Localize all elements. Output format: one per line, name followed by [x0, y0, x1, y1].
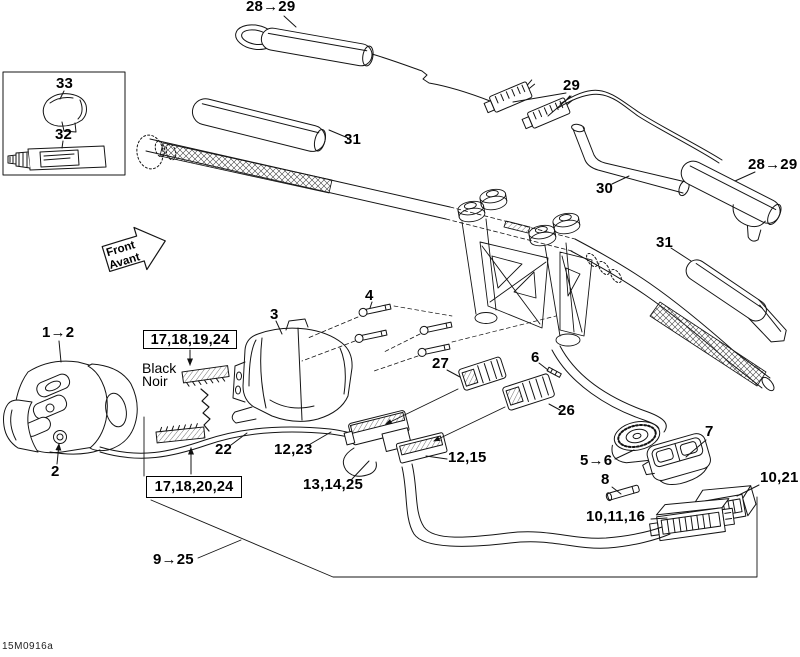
callout-tape-upper: 17,18,19,24	[143, 330, 237, 349]
tape-strips	[143, 365, 230, 477]
callout-grip-top: 28→29	[246, 0, 296, 15]
color-note-fr: Noir	[142, 372, 168, 389]
main-harness-tube	[401, 463, 671, 549]
callout-lubricant-tube: 32	[55, 126, 73, 143]
callout-brace-bar-30: 30	[596, 180, 614, 197]
connector-27-part	[458, 356, 507, 391]
switch-module-part	[642, 433, 711, 485]
bracket-925	[150, 496, 758, 578]
grip-top-part	[235, 24, 491, 102]
steering-cover-part	[231, 318, 353, 424]
inset-parts-box	[2, 71, 126, 176]
callout-clip-1223: 12,23	[274, 441, 313, 458]
connector-26-part	[502, 373, 555, 411]
callout-conn-131425: 13,14,25	[303, 476, 363, 493]
callout-grip-right: 28→29	[748, 156, 798, 173]
handlebar	[136, 134, 775, 392]
drawing-code: 15M0916a	[2, 641, 54, 652]
callout-cover-3: 3	[270, 306, 279, 323]
callout-harness-9-25: 9→25	[153, 551, 194, 568]
pin-8-part	[605, 484, 640, 502]
callout-sleeve-right-31: 31	[656, 234, 674, 251]
grip-sleeve-left-part	[191, 98, 326, 152]
callout-harness-22: 22	[215, 441, 233, 458]
callout-conn-27: 27	[432, 355, 450, 372]
steering-riser	[456, 186, 593, 347]
color-note: Black Noir	[142, 360, 177, 389]
callout-pin-6: 6	[531, 349, 540, 366]
callout-conn-101116: 10,11,16	[586, 508, 646, 525]
connector-assembly	[342, 388, 506, 477]
dial-harness	[551, 345, 667, 435]
multifunction-switch	[3, 360, 138, 455]
callout-screws-4: 4	[365, 287, 374, 304]
callout-cap-inset: 33	[56, 75, 74, 92]
callout-dimmer-5-6: 5→6	[580, 452, 613, 469]
screws-part	[301, 303, 557, 372]
callout-sleeve-left-31: 31	[344, 131, 362, 148]
front-direction-arrow: Front Avant	[101, 226, 166, 273]
callout-tape-lower: 17,18,20,24	[146, 476, 242, 498]
brace-bar-part	[571, 123, 690, 197]
pin-6-part	[546, 366, 562, 378]
callout-pin-8: 8	[601, 471, 610, 488]
grip-sleeve-right-part	[685, 259, 787, 343]
connectors-29-part	[483, 79, 574, 130]
leader-lines	[55, 15, 760, 520]
callout-button-2: 2	[51, 463, 60, 480]
grip-right-part	[680, 160, 782, 242]
callout-connectors-29: 29	[563, 77, 581, 94]
callout-conn-1021: 10,21	[760, 469, 799, 486]
callout-conn-26: 26	[558, 402, 576, 419]
color-note-en: Black	[142, 360, 177, 376]
callout-module-7: 7	[705, 423, 714, 440]
connector-101116-part	[649, 498, 735, 542]
callout-conn-1215: 12,15	[448, 449, 487, 466]
heater-wire-right	[557, 89, 723, 164]
callout-switch-1-2: 1→2	[42, 324, 75, 341]
